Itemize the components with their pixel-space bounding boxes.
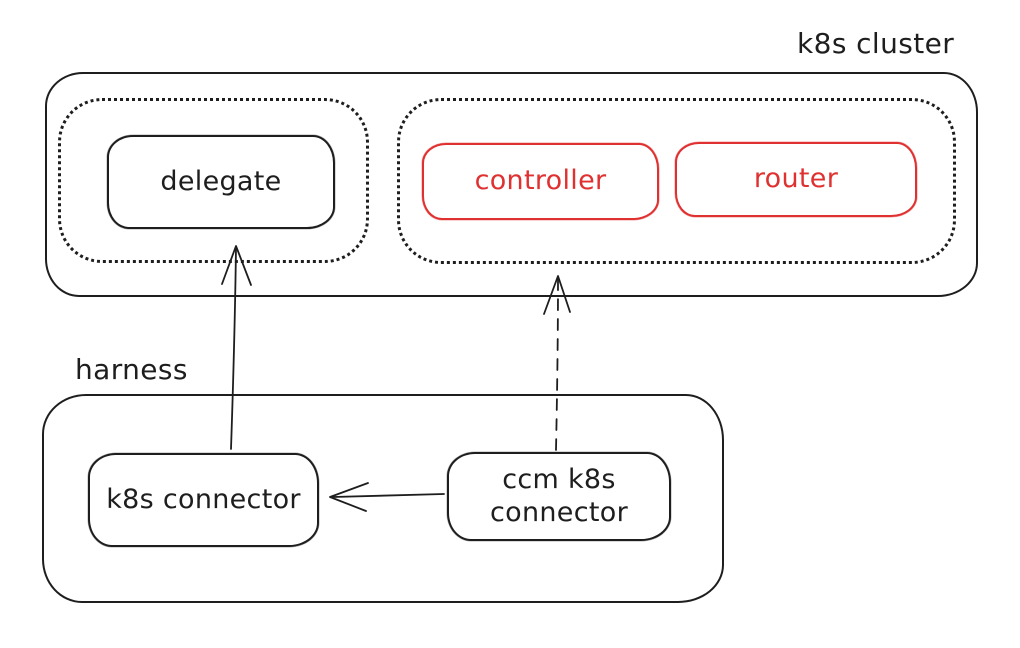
node-controller-label: controller xyxy=(474,165,607,197)
delegate-namespace-dotted-box xyxy=(58,98,369,263)
node-router: router xyxy=(675,142,917,217)
node-ccm-k8s-connector: ccm k8s connector xyxy=(447,452,671,541)
node-k8s-connector: k8s connector xyxy=(88,453,319,547)
node-ccm-k8s-connector-label: ccm k8s connector xyxy=(490,464,628,528)
node-router-label: router xyxy=(753,163,839,195)
node-k8s-connector-label: k8s connector xyxy=(106,483,301,515)
ccm-namespace-dotted-box xyxy=(397,98,956,264)
harness-group-label: harness xyxy=(75,353,188,386)
node-delegate: delegate xyxy=(107,135,335,229)
node-delegate-label: delegate xyxy=(160,165,282,197)
node-controller: controller xyxy=(422,143,659,220)
harness-group-box xyxy=(42,394,724,603)
cluster-group-label: k8s cluster xyxy=(797,27,955,60)
k8s-cluster-group-box xyxy=(45,72,978,297)
